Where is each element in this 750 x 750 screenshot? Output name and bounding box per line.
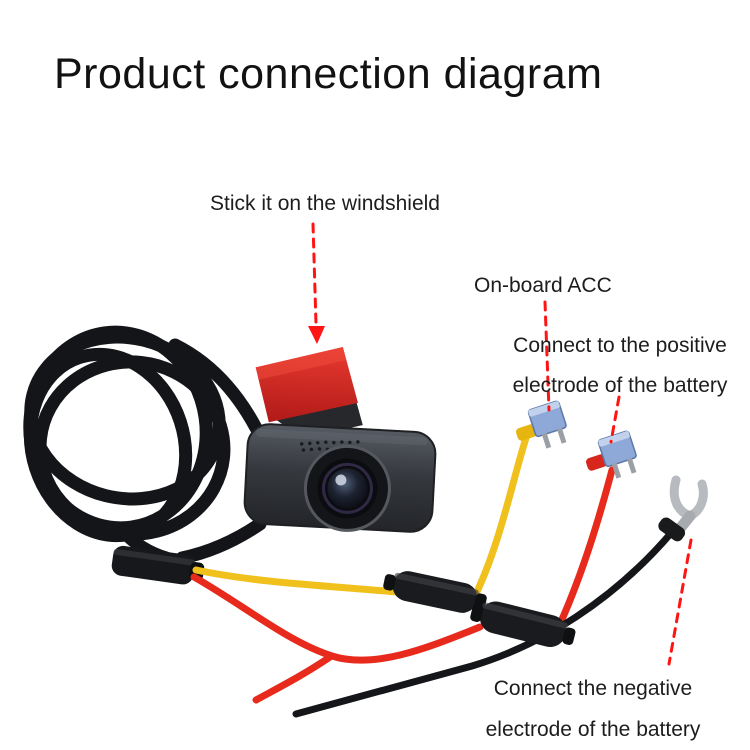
fuse-holder-2: [470, 601, 576, 648]
camera-lens: [303, 444, 391, 532]
dash-cam: [243, 346, 437, 533]
annotation-lines: [311, 222, 693, 666]
annotation-line-positive: [609, 395, 621, 444]
positive-fuse-tap: [585, 430, 637, 479]
label-positive-line1: Connect to the positive: [513, 334, 727, 357]
annotation-arrowhead-windshield: [308, 326, 325, 344]
positive-red-wire: [190, 466, 616, 704]
acc-fuse-tap: [515, 400, 567, 449]
annotation-arrow-windshield: [311, 222, 318, 326]
fork-terminal: [658, 475, 708, 542]
annotation-line-acc: [543, 300, 551, 412]
negative-black-wire: [292, 528, 676, 718]
label-positive: Connect to the positive electrode of the…: [496, 326, 744, 406]
label-positive-line2: electrode of the battery: [512, 374, 728, 397]
label-negative: Connect the negative electrode of the ba…: [466, 668, 720, 750]
label-negative-line2: electrode of the battery: [485, 718, 701, 741]
label-negative-line1: Connect the negative: [493, 677, 693, 700]
coiled-cable: [23, 325, 267, 565]
acc-yellow-wire: [192, 434, 530, 602]
label-windshield: Stick it on the windshield: [210, 192, 440, 215]
annotation-line-negative: [667, 538, 693, 666]
page-title: Product connection diagram: [54, 50, 603, 98]
label-acc: On-board ACC: [474, 274, 612, 297]
